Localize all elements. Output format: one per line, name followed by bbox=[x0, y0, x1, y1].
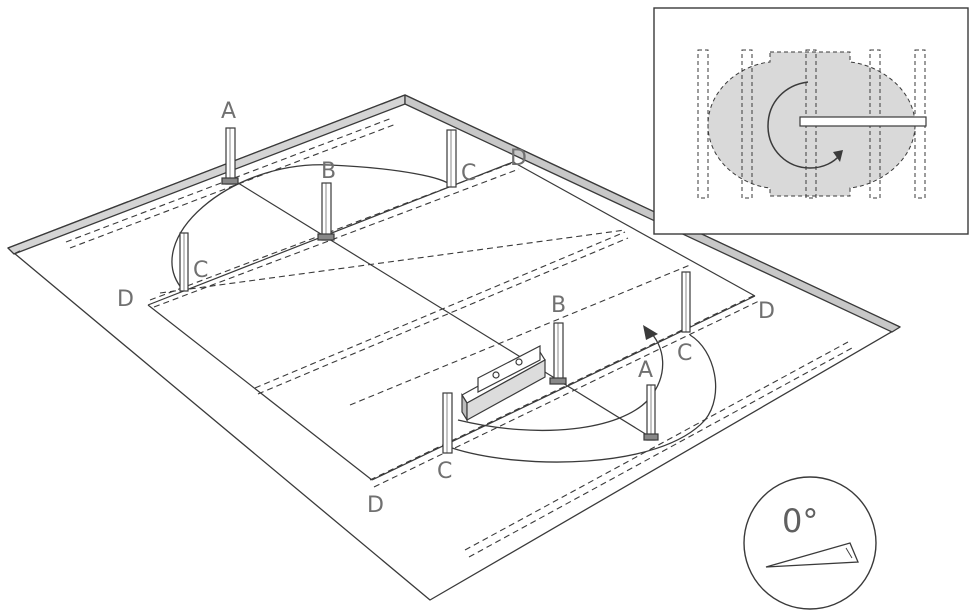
point-labels: A B C D C D B D C A C D bbox=[117, 99, 775, 518]
bottom-arc bbox=[451, 334, 717, 463]
label-c-right: C bbox=[677, 341, 692, 366]
post-c-bottom bbox=[442, 392, 453, 454]
post-b-top bbox=[321, 182, 332, 241]
rotation-arcs bbox=[171, 164, 717, 463]
floor-slab bbox=[7, 94, 901, 601]
label-c-left: C bbox=[193, 258, 208, 283]
post-b-bottom bbox=[553, 322, 564, 384]
label-a-bottom: A bbox=[638, 358, 653, 383]
joist-lines bbox=[65, 117, 853, 558]
angle-wedge-icon bbox=[765, 542, 859, 568]
label-d-top: D bbox=[510, 146, 527, 171]
label-a-top: A bbox=[221, 99, 236, 124]
label-c-bottom: C bbox=[437, 459, 452, 484]
angle-value-label: 0° bbox=[782, 502, 818, 540]
label-d-bottom: D bbox=[367, 493, 384, 518]
label-b-top: B bbox=[321, 159, 336, 184]
angle-badge-circle bbox=[743, 476, 877, 610]
back-wall-right bbox=[404, 94, 901, 333]
inset-level-bar bbox=[799, 116, 927, 127]
label-b-bottom: B bbox=[551, 293, 566, 318]
label-d-left: D bbox=[117, 287, 134, 312]
post-a-top bbox=[225, 127, 236, 185]
detail-inset bbox=[653, 7, 969, 235]
angle-badge: 0° bbox=[743, 476, 877, 610]
spirit-level bbox=[461, 345, 546, 423]
inner-arc bbox=[457, 329, 664, 432]
top-arc bbox=[171, 164, 451, 291]
inner-arc-arrowhead bbox=[643, 325, 658, 340]
posts bbox=[179, 127, 691, 454]
label-d-right: D bbox=[758, 299, 775, 324]
label-c-top-right: C bbox=[461, 161, 476, 186]
inset-rotation-arrow bbox=[767, 81, 841, 169]
post-c-top-right bbox=[446, 129, 457, 188]
